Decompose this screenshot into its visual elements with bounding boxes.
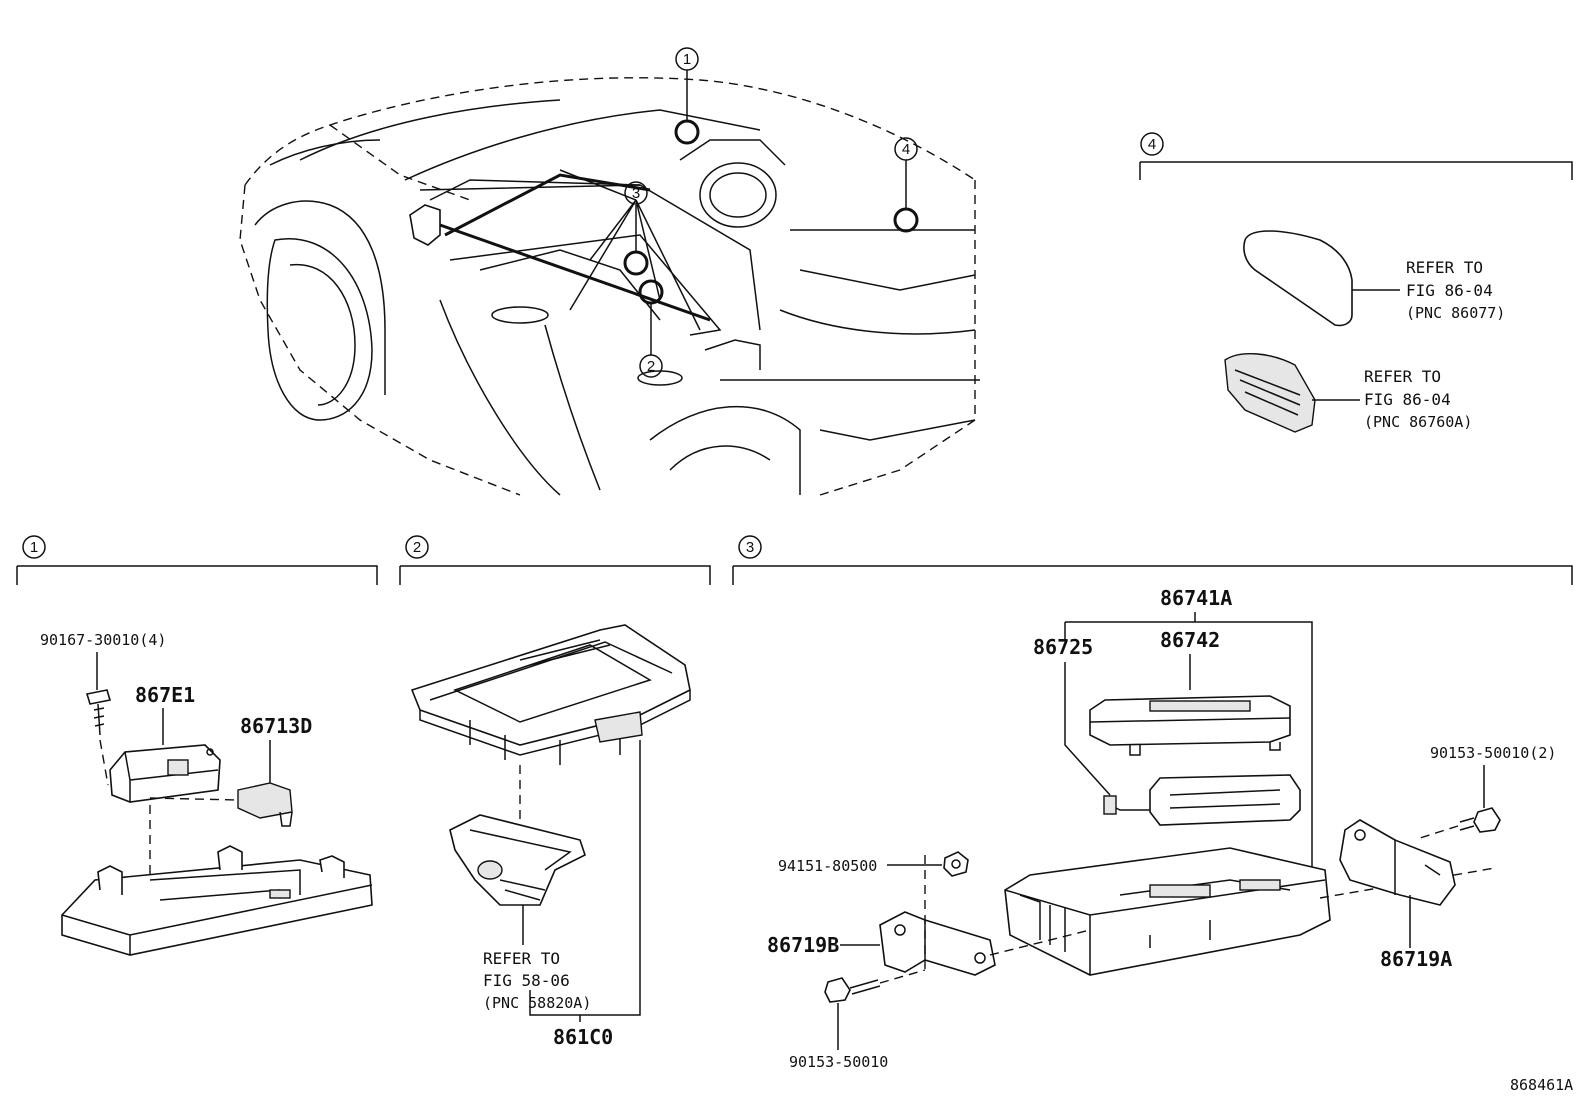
callout-2: 2 xyxy=(639,354,663,378)
svg-text:REFER TO: REFER TO xyxy=(483,949,560,968)
svg-text:REFER TO: REFER TO xyxy=(1406,258,1483,277)
svg-text:REFER TO: REFER TO xyxy=(1364,367,1441,386)
label-90153-50010-2: 90153-50010(2) xyxy=(1430,744,1556,762)
label-86742: 86742 xyxy=(1160,628,1220,652)
screw-icon xyxy=(85,689,112,736)
label-86719A: 86719A xyxy=(1380,947,1452,971)
callout-4: 4 xyxy=(894,137,918,161)
location-marker-1 xyxy=(674,119,700,145)
battery-pack-icon xyxy=(1103,774,1301,826)
callout-1: 1 xyxy=(675,47,699,71)
refer-cup-holder-58820A: REFER TO FIG 58-06 (PNC 58820A) xyxy=(483,949,591,1012)
location-marker-4 xyxy=(893,207,919,233)
svg-text:3: 3 xyxy=(632,185,640,202)
label-90167-30010: 90167-30010(4) xyxy=(40,631,166,649)
svg-text:2: 2 xyxy=(647,358,655,375)
bracket-86719A-icon xyxy=(1339,819,1456,906)
bolt-90153-50010-icon xyxy=(824,977,881,1003)
location-marker-3 xyxy=(623,250,649,276)
svg-text:(PNC 86077): (PNC 86077) xyxy=(1406,304,1505,322)
control-box-icon xyxy=(1004,847,1331,976)
cup-holder-icon xyxy=(449,814,586,906)
label-86725: 86725 xyxy=(1033,635,1093,659)
svg-text:FIG 58-06: FIG 58-06 xyxy=(483,971,570,990)
bracket-86719B-icon xyxy=(879,911,996,976)
svg-text:(PNC 58820A): (PNC 58820A) xyxy=(483,994,591,1012)
section-1: 1 90167-30010(4) 867E1 86713D xyxy=(16,535,378,956)
console-tray-icon xyxy=(410,624,691,765)
svg-text:FIG 86-04: FIG 86-04 xyxy=(1406,281,1493,300)
vehicle-overview: 1 4 3 2 xyxy=(239,47,980,496)
svg-text:4: 4 xyxy=(902,141,910,158)
callout-3: 3 xyxy=(624,181,648,205)
section-4: 4 REFER TO FIG 86-04 (PNC 86077) REFER T… xyxy=(1139,132,1573,433)
svg-text:1: 1 xyxy=(683,51,691,68)
svg-text:3: 3 xyxy=(746,539,754,556)
svg-text:1: 1 xyxy=(30,539,38,556)
nut-94151-icon xyxy=(943,851,969,877)
bolt-90153-50010-2-icon xyxy=(1459,807,1501,833)
section-2: 2 REFER TO FIG 58-06 (PNC 58820A) xyxy=(399,535,711,1049)
overhead-console-base-icon xyxy=(61,845,373,956)
svg-text:4: 4 xyxy=(1148,136,1156,153)
label-90153-50010: 90153-50010 xyxy=(789,1053,888,1071)
label-861C0: 861C0 xyxy=(553,1025,613,1049)
shark-fin-antenna-icon xyxy=(1243,230,1353,327)
svg-text:FIG 86-04: FIG 86-04 xyxy=(1364,390,1451,409)
label-86741A: 86741A xyxy=(1160,586,1232,610)
refer-antenna-86077: REFER TO FIG 86-04 (PNC 86077) xyxy=(1406,258,1505,322)
label-86713D: 86713D xyxy=(240,714,312,738)
label-867E1: 867E1 xyxy=(135,683,195,707)
section-3: 3 86741A 86742 86725 xyxy=(732,535,1573,1071)
svg-text:2: 2 xyxy=(413,539,421,556)
label-86719B: 86719B xyxy=(767,933,839,957)
connector-86713D-icon xyxy=(237,782,293,827)
svg-text:(PNC 86760A): (PNC 86760A) xyxy=(1364,413,1472,431)
figure-id: 868461A xyxy=(1510,1076,1573,1094)
refer-antenna-86760A: REFER TO FIG 86-04 (PNC 86760A) xyxy=(1364,367,1472,431)
module-867E1-icon xyxy=(109,744,221,803)
label-94151-80500: 94151-80500 xyxy=(778,857,877,875)
module-86742-icon xyxy=(1089,695,1291,756)
